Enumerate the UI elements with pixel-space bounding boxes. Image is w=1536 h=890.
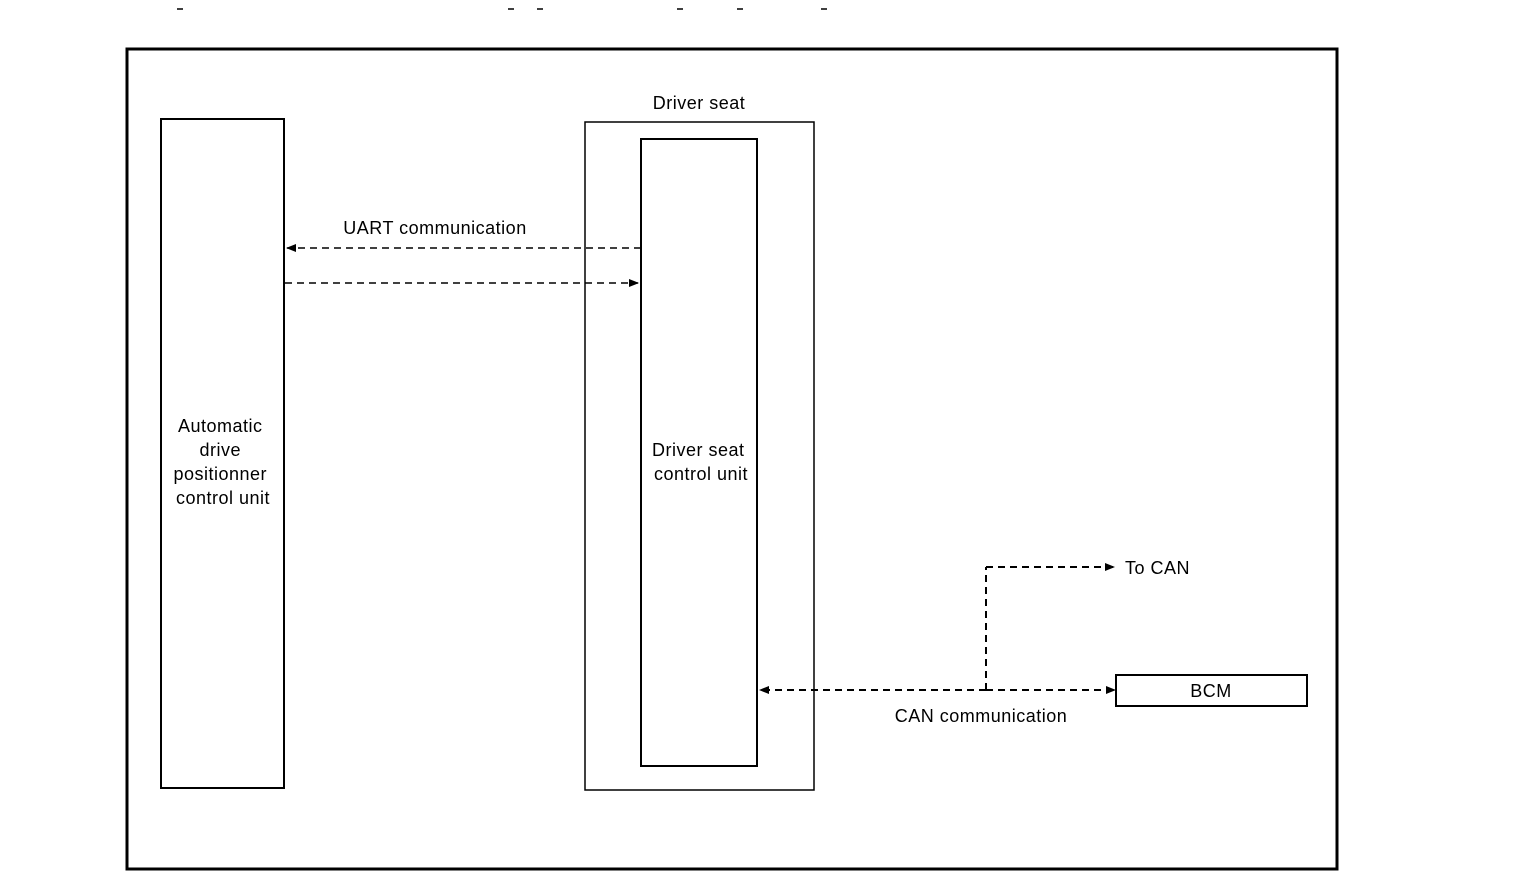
to-can-label: To CAN <box>1125 558 1190 578</box>
driver-seat-control-unit-box <box>640 138 758 767</box>
adp-control-unit-label: Automatic drive positionner control unit <box>173 416 272 508</box>
driver-seat-group: Driver seat Driver seat control unit <box>584 93 815 791</box>
adp-label-line-3: positionner <box>173 464 267 484</box>
driver-seat-label: Driver seat <box>653 93 746 113</box>
can-communication-label: CAN communication <box>895 706 1068 726</box>
adp-label-line-1: Automatic <box>178 416 263 436</box>
bcm-label: BCM <box>1190 681 1232 701</box>
dsu-label-line-2: control unit <box>654 464 748 484</box>
adp-control-unit-box <box>160 118 285 789</box>
adp-label-line-2: drive <box>199 440 241 460</box>
uart-communication-label: UART communication <box>343 218 526 238</box>
bcm-box <box>1115 674 1308 707</box>
dsu-label-line-1: Driver seat <box>652 440 745 460</box>
can-communication: To CAN CAN communication <box>759 558 1190 726</box>
uart-communication: UART communication <box>285 218 641 287</box>
driver-seat-control-unit-label: Driver seat control unit <box>652 440 750 484</box>
bcm: BCM <box>1115 674 1308 707</box>
adp-label-line-4: control unit <box>176 488 270 508</box>
adp-control-unit: Automatic drive positionner control unit <box>160 118 285 789</box>
